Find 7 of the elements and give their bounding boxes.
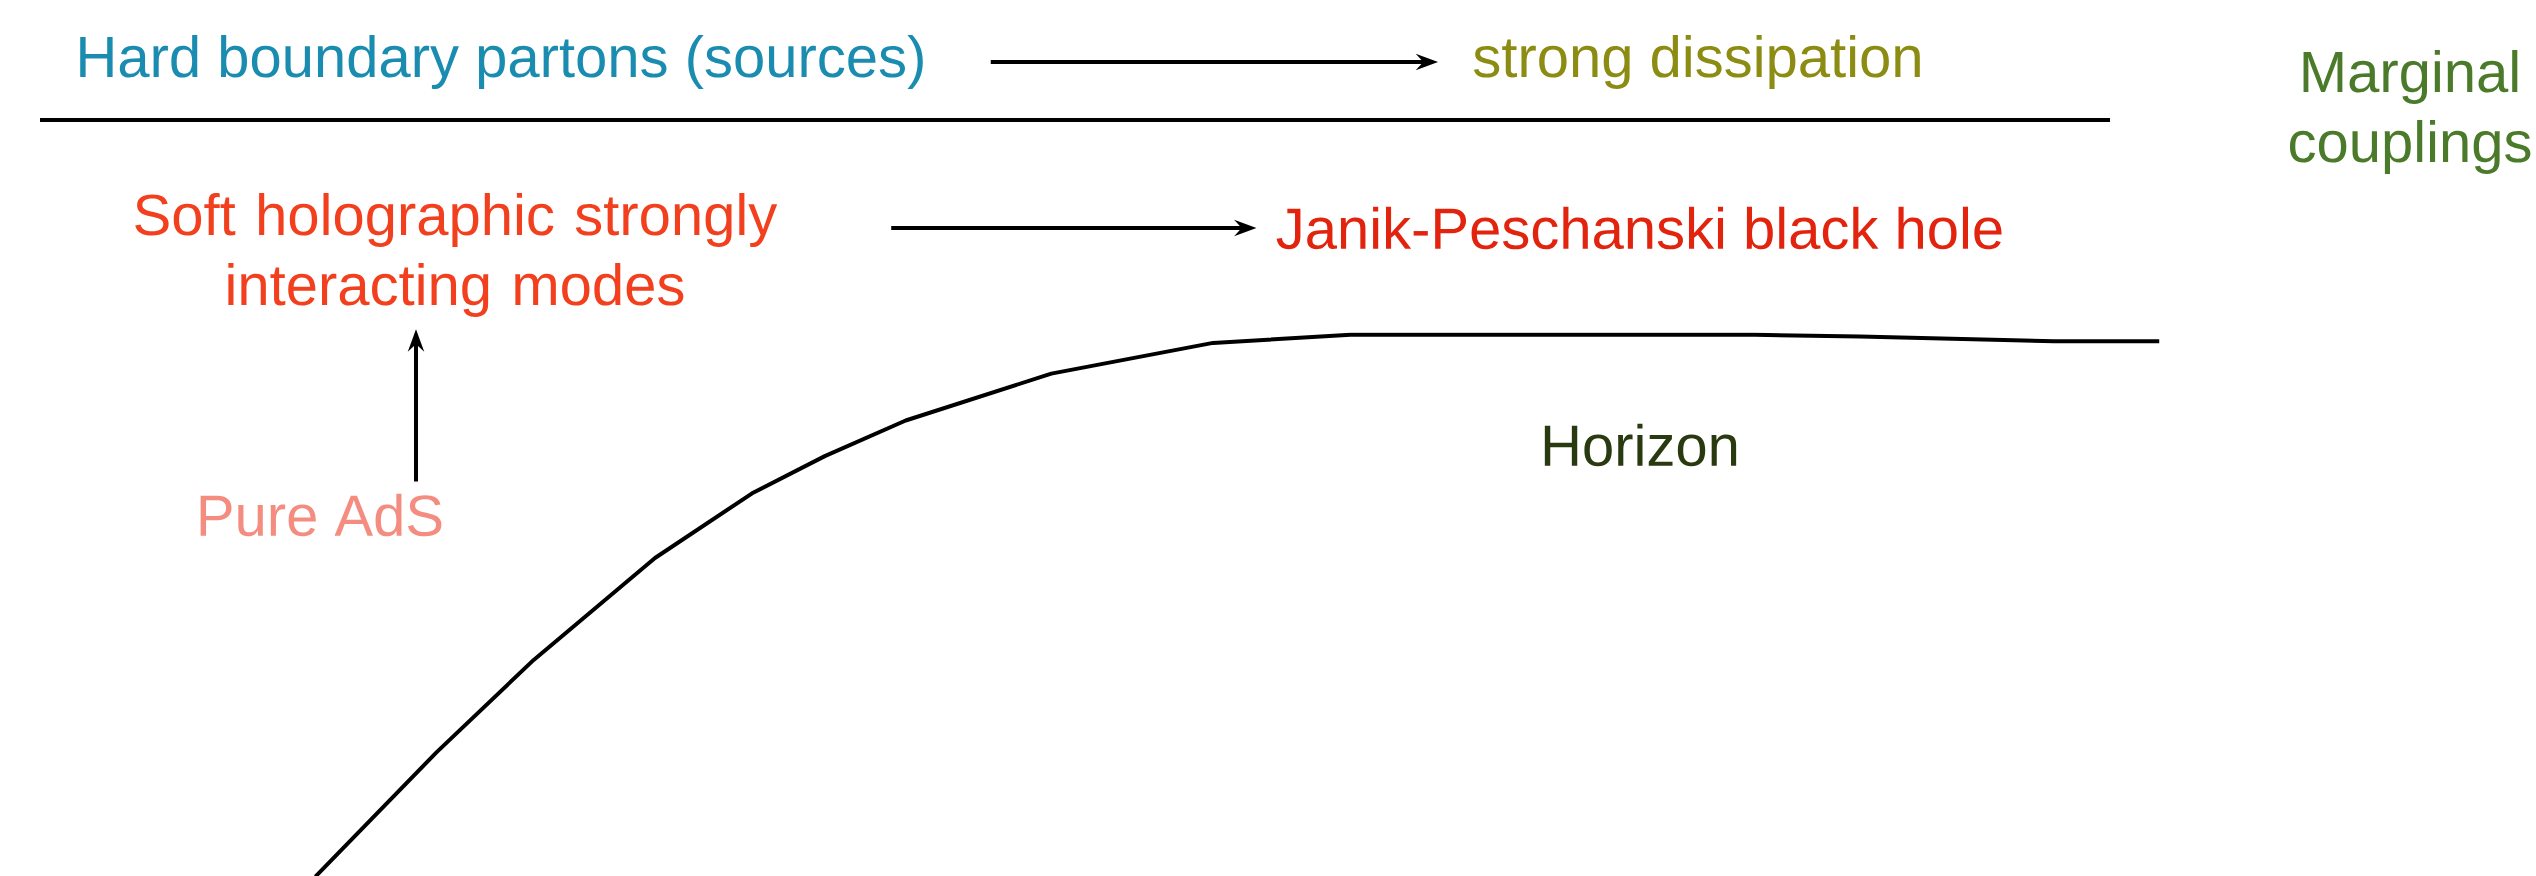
text-label: Soft holographic strongly interacting modes (135, 192, 778, 318)
text-label: Pure AdS (200, 493, 442, 537)
text-label: Horizon (1544, 423, 1737, 467)
text-label: Marginal couplings (2289, 49, 2531, 175)
text-label: Hard boundary partons (sources) (80, 34, 923, 90)
text-label: strong dissipation (1473, 34, 1920, 90)
text-label: Janik-Peschanski black hole (1276, 206, 2002, 250)
